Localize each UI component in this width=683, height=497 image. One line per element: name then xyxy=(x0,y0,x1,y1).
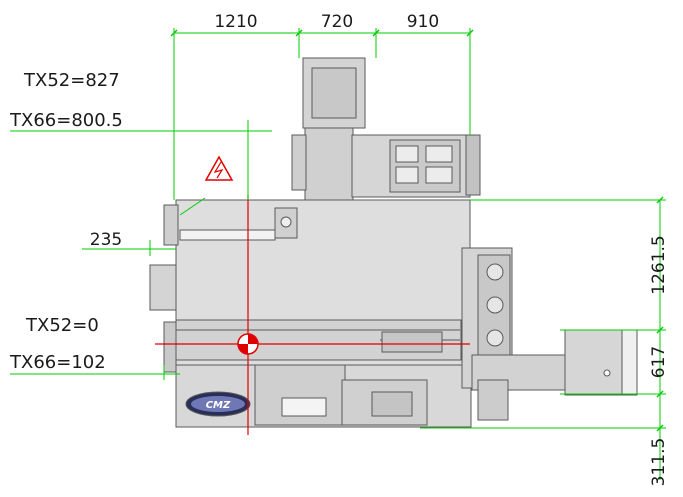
dim-top-1: 1210 xyxy=(214,12,257,32)
origin-marker xyxy=(237,333,259,355)
label-lower-tx52: TX52=0 xyxy=(25,315,99,336)
dimension-lines xyxy=(10,28,666,480)
dim-right-2: 617 xyxy=(649,346,669,378)
label-upper-tx66: TX66=800.5 xyxy=(9,110,123,131)
lower-turret-window xyxy=(281,397,327,417)
cmz-logo-text: CMZ xyxy=(206,400,231,411)
cmz-logo: CMZ xyxy=(185,391,251,417)
dimension-ticks xyxy=(170,29,664,432)
dim-right-1: 1261.5 xyxy=(649,235,669,294)
dim-left-1: 235 xyxy=(90,230,122,250)
label-lower-tx66: TX66=102 xyxy=(9,352,106,373)
machine-body xyxy=(149,57,638,428)
axis-lines xyxy=(155,195,470,435)
dim-top-2: 720 xyxy=(321,12,353,32)
dim-top-3: 910 xyxy=(407,12,439,32)
dim-right-3: 311.5 xyxy=(649,438,669,487)
upper-turret-column xyxy=(304,127,354,201)
electrical-warning-icon xyxy=(179,155,234,216)
label-upper-tx52: TX52=827 xyxy=(23,70,120,91)
